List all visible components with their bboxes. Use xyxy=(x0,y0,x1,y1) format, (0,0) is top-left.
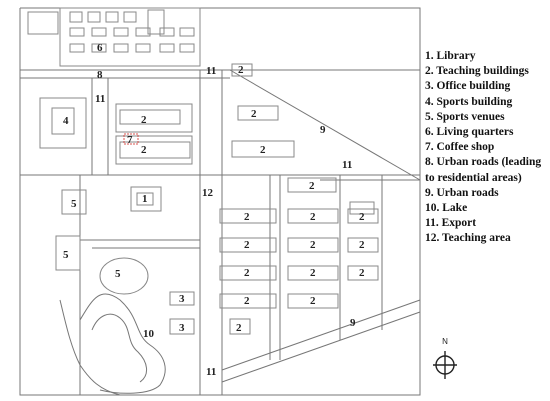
label-teaching-building: 2 xyxy=(236,322,242,334)
legend-item-teaching-buildings: 2. Teaching buildings xyxy=(425,65,529,78)
label-export-bottom: 11 xyxy=(206,366,216,378)
map-labels: 6 8 11 11 11 11 9 9 4 12 1 7 5 5 5 3 3 1… xyxy=(63,42,365,378)
legend-item-living-quarters: 6. Living quarters xyxy=(425,126,514,139)
legend-item-sports-building: 4. Sports building xyxy=(425,95,513,108)
campus-boundary xyxy=(19,7,421,396)
label-sports-venue-a: 5 xyxy=(71,198,77,210)
sports-building xyxy=(39,97,87,149)
compass: N xyxy=(430,337,460,383)
lake-outline xyxy=(59,293,166,396)
legend-item-export: 11. Export xyxy=(425,217,477,230)
label-teaching-area: 12 xyxy=(202,187,214,199)
label-lake: 10 xyxy=(143,328,155,340)
map-legend: 1. Library 2. Teaching buildings 3. Offi… xyxy=(425,49,547,247)
label-teaching-building: 2 xyxy=(310,267,316,279)
label-teaching-building: 2 xyxy=(141,144,147,156)
label-teaching-building: 2 xyxy=(310,211,316,223)
label-sports-venue-b: 5 xyxy=(63,249,69,261)
label-office-a: 3 xyxy=(179,293,185,305)
label-export-right: 11 xyxy=(342,159,352,171)
label-sports-venue-c: 5 xyxy=(115,268,121,280)
label-teaching-building: 2 xyxy=(244,211,250,223)
living-quarters xyxy=(27,7,201,67)
legend-item-coffee-shop: 7. Coffee shop xyxy=(425,141,495,154)
label-library: 1 xyxy=(142,193,148,205)
label-road-9-lower: 9 xyxy=(350,317,356,329)
legend-item-lake: 10. Lake xyxy=(425,202,468,215)
compass-rose-icon xyxy=(433,351,457,379)
label-teaching-building: 2 xyxy=(309,180,315,192)
label-sports-building: 4 xyxy=(63,115,69,127)
label-teaching-building: 2 xyxy=(260,144,266,156)
legend-item-teaching-area: 12. Teaching area xyxy=(425,232,511,245)
legend-item-office-building: 3. Office building xyxy=(425,80,511,93)
label-teaching-building: 2 xyxy=(244,239,250,251)
label-export-top-left: 11 xyxy=(95,93,105,105)
coffee-shop-marker xyxy=(123,133,139,145)
label-coffee-shop: 7 xyxy=(127,134,133,146)
compass-north-label: N xyxy=(442,337,448,346)
label-teaching-building: 2 xyxy=(238,64,244,76)
label-teaching-building: 2 xyxy=(359,239,365,251)
sports-venue-shapes xyxy=(55,189,149,295)
teaching-grid xyxy=(219,177,379,309)
central-teaching-blocks xyxy=(115,103,193,165)
label-teaching-building: 2 xyxy=(359,211,365,223)
legend-item-sports-venues: 5. Sports venues xyxy=(425,110,505,123)
label-export-top-mid: 11 xyxy=(206,65,216,77)
label-teaching-building: 2 xyxy=(141,114,147,126)
label-teaching-building: 2 xyxy=(244,267,250,279)
label-living-quarters: 6 xyxy=(97,42,103,54)
legend-item-urban-roads-residential: 8. Urban roads (leading to residential a… xyxy=(425,156,542,184)
library-building xyxy=(130,186,162,212)
legend-item-urban-roads: 9. Urban roads xyxy=(425,186,499,199)
office-buildings xyxy=(169,291,251,335)
label-teaching-building: 2 xyxy=(251,108,257,120)
upper-right-teaching-blocks xyxy=(231,63,295,158)
label-teaching-building: 2 xyxy=(310,295,316,307)
label-teaching-building: 2 xyxy=(244,295,250,307)
label-office-b: 3 xyxy=(179,322,185,334)
label-teaching-building: 2 xyxy=(359,267,365,279)
label-road-8: 8 xyxy=(97,69,103,81)
legend-item-library: 1. Library xyxy=(425,50,476,62)
roads xyxy=(20,69,421,395)
label-teaching-building: 2 xyxy=(310,239,316,251)
label-road-9-upper: 9 xyxy=(320,124,326,136)
